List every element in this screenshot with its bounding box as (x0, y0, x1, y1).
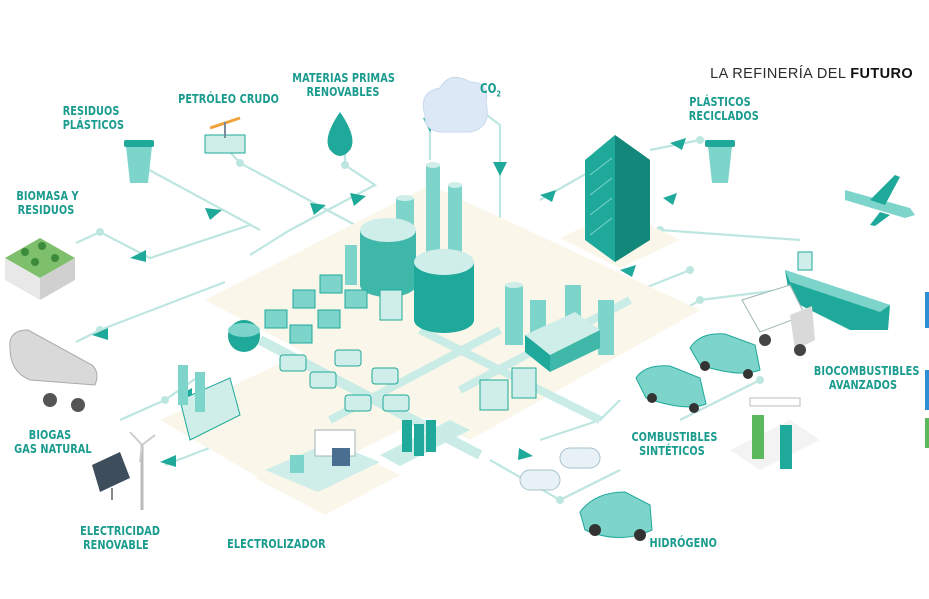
water-drop-icon (327, 112, 353, 156)
co2-label: CO2 (480, 82, 501, 99)
car-icon (689, 333, 761, 379)
title-emphasis: FUTURO (850, 66, 913, 82)
car-icon (579, 491, 653, 541)
label-hidrogeno: HIDRÓGENO (649, 535, 717, 550)
building-icon (585, 135, 650, 262)
title-prefix: LA REFINERÍA DEL (710, 66, 846, 82)
edge-accent-bars (925, 292, 929, 448)
oil-pump-icon (204, 116, 246, 154)
charging-station-icon (730, 397, 820, 470)
hydrogen-tank-icon (519, 447, 601, 491)
recycle-bin-icon (124, 140, 154, 183)
ship-icon (785, 251, 890, 330)
tanker-truck-icon (9, 329, 98, 412)
cloud-icon (422, 76, 488, 133)
solar-panel-icon (92, 452, 130, 500)
airplane-icon (845, 175, 915, 226)
label-petroleo-crudo: PETRÓLEO CRUDO (178, 91, 279, 106)
recycle-bin-icon (705, 140, 735, 183)
car-icon (635, 365, 707, 413)
power-plant-icon (178, 365, 241, 441)
truck-icon (741, 284, 815, 356)
refinery-icon (228, 162, 614, 372)
wind-turbine-icon (129, 431, 156, 510)
label-electrolizador: ELECTROLIZADOR (227, 536, 326, 551)
electrolyzer-icon (265, 429, 380, 492)
page-title: LA REFINERÍA DEL FUTURO (710, 66, 913, 82)
processing-units (264, 274, 537, 456)
biomass-crate-icon (5, 238, 75, 300)
